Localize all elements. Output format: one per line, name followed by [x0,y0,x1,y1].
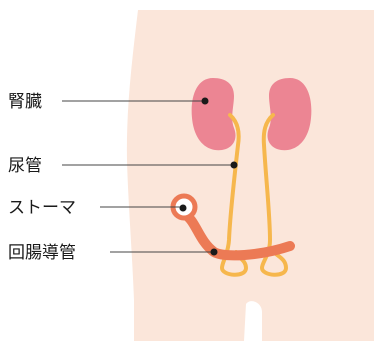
torso [126,10,374,341]
ureter-dot [230,161,238,169]
stoma-label: ストーマ [8,198,76,218]
ureter-label: 尿管 [8,156,42,176]
kidney-label: 腎臓 [8,92,42,112]
left-kidney [191,78,236,151]
kidney-dot [201,97,209,105]
right-kidney [267,78,312,151]
ileal-conduit-dot [210,248,218,256]
ileal-conduit-label: 回腸導管 [8,243,76,263]
stoma-dot [179,204,187,212]
